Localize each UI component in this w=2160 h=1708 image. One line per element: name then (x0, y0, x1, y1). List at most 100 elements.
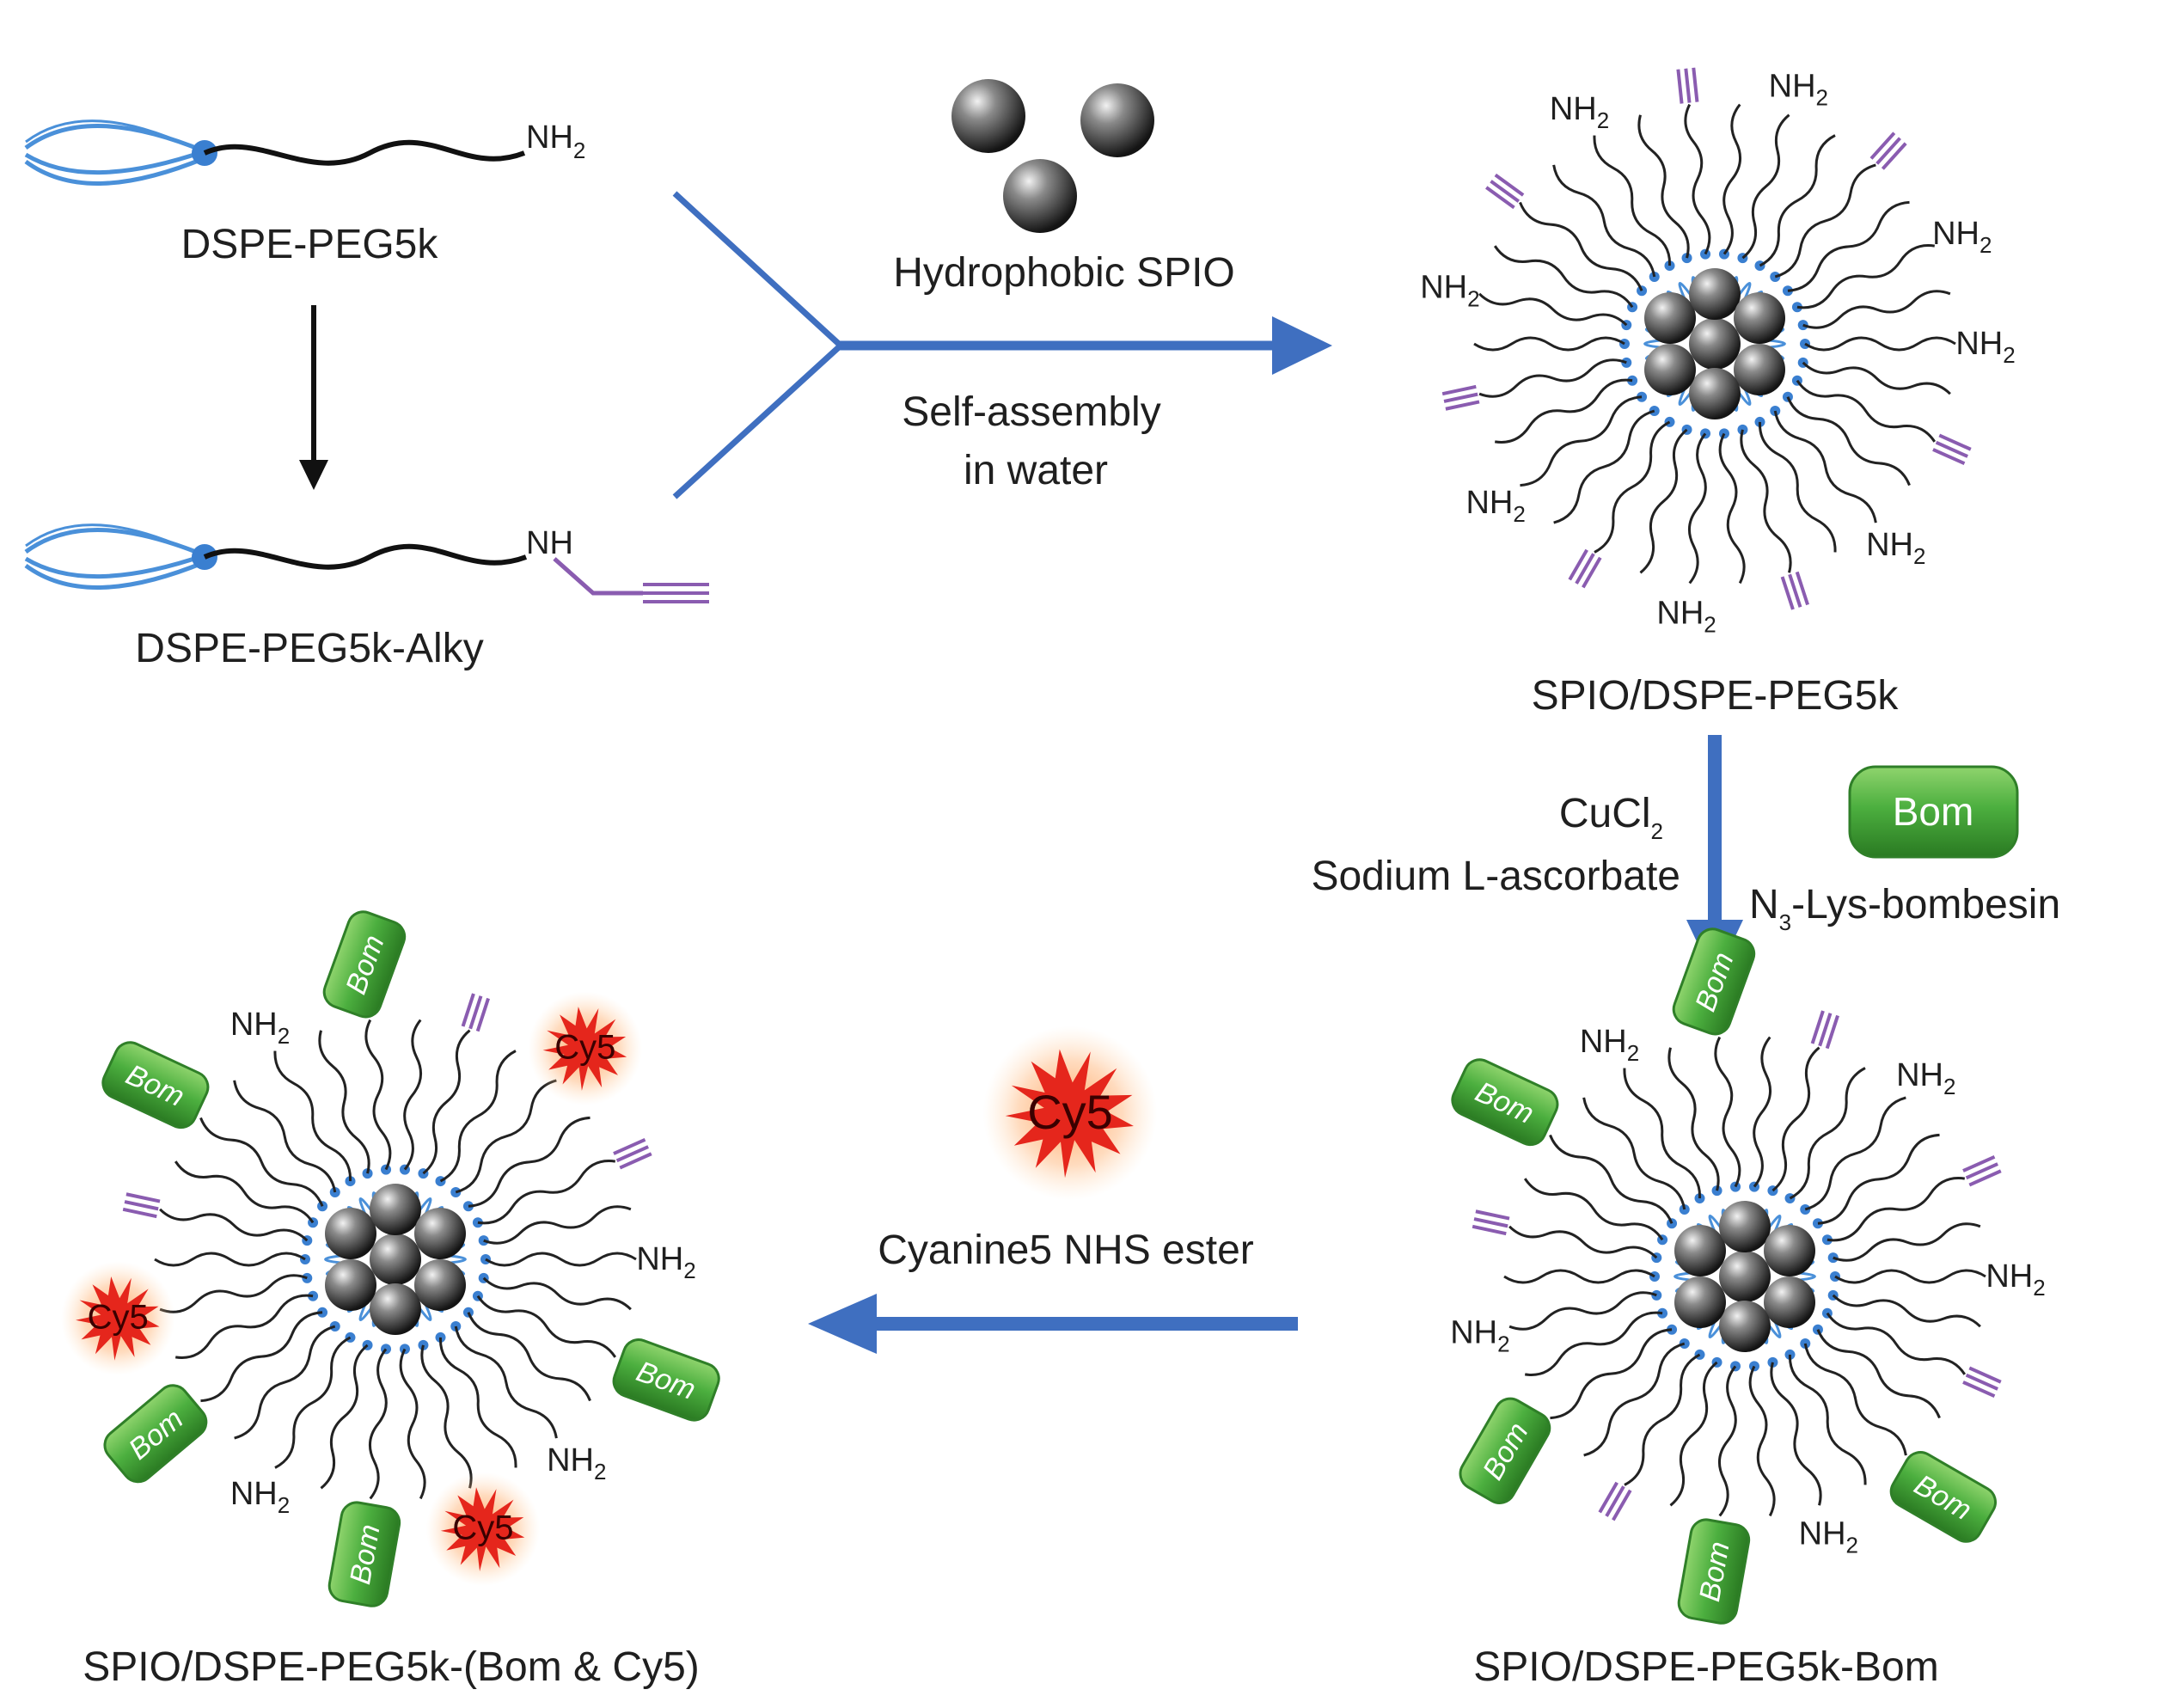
nh2-label: NH2 (1580, 1024, 1639, 1066)
peg-chain (1771, 1046, 1820, 1192)
peg-chain (485, 1252, 637, 1267)
bom-tag: Bom (1677, 1518, 1751, 1625)
dspe-peg5k-molecule: NH2 (24, 119, 585, 186)
peg-chain (174, 1294, 314, 1359)
peg-chain (455, 1079, 557, 1194)
spio-core-particle (325, 1208, 376, 1259)
peg-chain (420, 1344, 473, 1489)
peg-chain (1714, 1036, 1741, 1188)
peg-chain (1796, 379, 1937, 443)
spio-core-particle (1689, 368, 1741, 419)
peg-chain (1494, 378, 1633, 444)
peg-chain (1770, 1362, 1822, 1506)
peg-chain (1593, 135, 1672, 266)
cy5-label: Cy5 (554, 1029, 615, 1067)
alkyne-group (1810, 1010, 1839, 1050)
alkyne-group (1598, 1481, 1632, 1521)
peg-chain (1519, 201, 1643, 291)
cy5-label: Cy5 (1027, 1085, 1113, 1139)
peg-chain (368, 1348, 388, 1500)
spio-peg-bom-cy5-label: SPIO/DSPE-PEG5k-(Bom & Cy5) (83, 1644, 700, 1690)
peg-chain (1789, 1067, 1866, 1200)
peg-chain (364, 1019, 392, 1171)
peg-chain (1639, 428, 1688, 574)
bom-tag: Bom (612, 1338, 720, 1422)
alkyne-group (1932, 433, 1972, 466)
peg-chain (174, 1160, 315, 1224)
peg-chain (1758, 421, 1837, 553)
hydrophobic-spio-label: Hydrophobic SPIO (893, 250, 1235, 296)
peg-chain (1473, 336, 1625, 352)
alkyne-group (122, 1192, 161, 1219)
peg-chain (1508, 1291, 1657, 1331)
peg-chain (1773, 410, 1877, 523)
peg-chain (1583, 1342, 1686, 1457)
cy5-dye: Cy5 (60, 1261, 175, 1375)
hydrophobic-spio-particles (952, 79, 1154, 233)
nh2-label: NH2 (1932, 216, 1992, 258)
peg-chain (273, 1050, 352, 1182)
nh2-label: NH2 (1896, 1057, 1955, 1099)
cy5-conjugation-arrow (808, 1294, 1298, 1354)
peg-chain (1624, 1353, 1701, 1486)
peg-chain (467, 1312, 591, 1402)
alkyne-group (613, 1137, 652, 1170)
spio-core-particle (1674, 1276, 1726, 1328)
nh2-label: NH2 (1799, 1516, 1858, 1558)
peg-chain (1667, 1047, 1720, 1191)
cy5-label: Cy5 (88, 1299, 149, 1337)
peg-chain (1718, 432, 1746, 585)
peg-chain (1834, 1269, 1986, 1284)
bom-tag: Bom (1672, 927, 1756, 1036)
peg-chain (1774, 163, 1876, 279)
spio-peg-bom-label: SPIO/DSPE-PEG5k-Bom (1473, 1644, 1938, 1690)
peg-chain (1687, 432, 1707, 585)
nh2-label: NH2 (230, 1007, 290, 1049)
peg-chain (154, 1252, 306, 1267)
spio-core-particle (1689, 268, 1741, 320)
peg-chain (438, 1337, 517, 1468)
peg-chain (1478, 358, 1627, 398)
self-assembly-label-line1: Self-assembly (902, 389, 1160, 435)
cy5-dye: Cy5 (982, 1025, 1158, 1201)
bom-tag: Bom (322, 910, 407, 1019)
peg-chain (1827, 1177, 1966, 1242)
alkyne-group (1472, 1209, 1510, 1236)
peg-chain (1740, 429, 1792, 573)
dspe-peg5k-nh2-label: NH2 (526, 119, 585, 163)
bom-tag: Bom (101, 1041, 210, 1129)
peg-chain (399, 1348, 426, 1500)
peg-chain (1759, 134, 1836, 267)
nh2-label: NH2 (1986, 1258, 2045, 1301)
bom-key-text: Bom (1893, 789, 1974, 834)
nh2-label: NH2 (1450, 1314, 1509, 1356)
peg-chain (422, 1029, 471, 1175)
alkyne-group (1441, 384, 1480, 411)
peg-chain (199, 1117, 324, 1207)
peg-chain (483, 1205, 632, 1245)
peg-chain (1803, 1343, 1907, 1456)
peg-chain (200, 1311, 323, 1403)
alkyne-group (1568, 548, 1602, 589)
peg-chain (1582, 1097, 1686, 1210)
spio-core-particle (1644, 292, 1696, 344)
peg-chain (1753, 1036, 1772, 1188)
peg-chain (454, 1325, 558, 1439)
peg-chain (159, 1274, 308, 1313)
cyanine5-label: Cyanine5 NHS ester (878, 1227, 1254, 1273)
spio-core-particle (1764, 1225, 1815, 1276)
peg-chain (159, 1208, 309, 1242)
peg-chain (1549, 1134, 1674, 1224)
peg-chain (468, 1116, 590, 1208)
peg-chain (1520, 395, 1643, 487)
alkyne-group (1962, 1366, 2002, 1399)
dspe-peg5k-alky-label: DSPE-PEG5k-Alky (135, 626, 483, 671)
peg-chain (1623, 1068, 1702, 1199)
n3-lys-bombesin-label: N3-Lys-bombesin (1749, 882, 2060, 935)
nh2-label: NH2 (1866, 527, 1925, 569)
peg-chain (1637, 114, 1690, 259)
peg-chain (318, 1030, 370, 1174)
peg-chain (1788, 1354, 1867, 1485)
